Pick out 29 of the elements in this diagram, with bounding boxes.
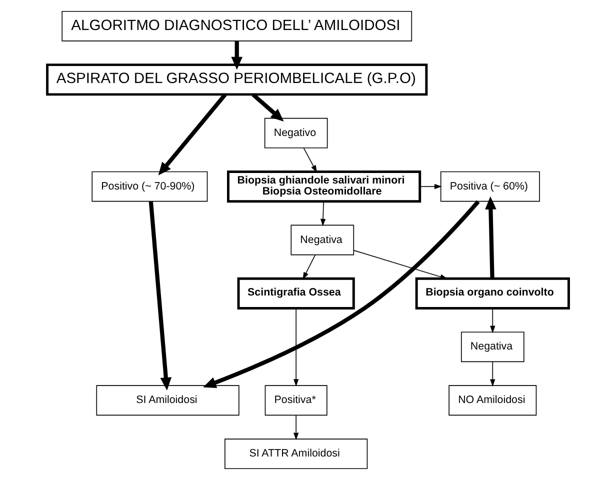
arrow	[490, 361, 496, 387]
arrow	[320, 201, 326, 226]
node-box: ASPIRATO DEL GRASSO PERIOMBELICALE (G.P.O)	[46, 64, 428, 96]
arrow	[203, 200, 480, 388]
arrow	[148, 201, 172, 390]
node-box: Positiva*	[264, 385, 328, 416]
arrow	[490, 308, 496, 334]
arrow	[303, 148, 317, 173]
node-box: Scintigrafia Ossea	[237, 277, 355, 310]
node-box: Negativa	[460, 332, 524, 362]
arrow	[420, 184, 442, 190]
arrow	[354, 250, 448, 280]
arrow	[302, 254, 316, 280]
node-box: Positivo (~ 70-90%)	[92, 171, 208, 202]
node-box: Biopsia ghiandole salivari minori Biopsia Osteomidollare	[227, 170, 422, 203]
arrow	[293, 414, 299, 440]
node-box: ALGORITMO DIAGNOSTICO DELL’ AMILOIDOSI	[62, 10, 412, 42]
node-box: Biopsia organo coinvolto	[415, 277, 570, 310]
arrow	[231, 41, 243, 70]
node-box: SI ATTR Amiloidosi	[224, 438, 368, 470]
arrow	[293, 308, 299, 386]
node-box: NO Amiloidosi	[448, 385, 537, 416]
node-box: Positiva (~ 60%)	[440, 171, 540, 202]
node-box: Negativa	[290, 224, 354, 256]
node-box: Negativo	[264, 118, 328, 148]
arrow	[158, 93, 227, 176]
arrow	[252, 93, 284, 122]
node-box: SI Amiloidosi	[96, 385, 240, 416]
arrow	[485, 196, 496, 278]
